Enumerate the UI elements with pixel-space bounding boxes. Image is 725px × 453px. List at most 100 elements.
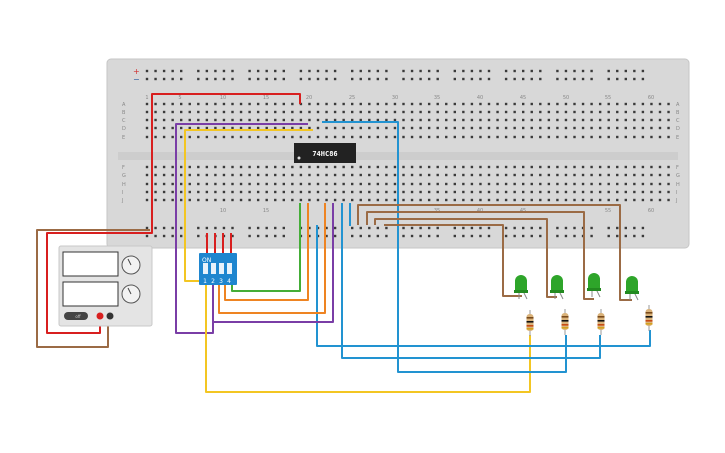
- wire-blue-4[interactable]: [316, 225, 651, 347]
- column-number: 60: [648, 95, 654, 101]
- hole: [376, 110, 380, 114]
- resistor-3[interactable]: [597, 309, 605, 335]
- ic-chip[interactable]: 74HC86: [294, 143, 356, 163]
- hole: [564, 110, 568, 114]
- hole: [487, 118, 491, 122]
- hole: [291, 118, 294, 122]
- hole: [547, 198, 551, 202]
- wire-green[interactable]: [231, 203, 301, 292]
- led-1[interactable]: [514, 275, 528, 300]
- voltage-display: [62, 251, 119, 277]
- wire-brown-4[interactable]: [384, 224, 522, 297]
- hole: [573, 118, 576, 122]
- led-2[interactable]: [550, 275, 564, 300]
- column-number: 25: [349, 95, 355, 101]
- column-number: 5: [178, 95, 181, 101]
- hole: [248, 110, 251, 114]
- hole: [581, 69, 585, 73]
- hole: [556, 182, 559, 186]
- wire-yellow-bottom[interactable]: [205, 278, 531, 393]
- hole: [581, 77, 585, 81]
- wire-yellow[interactable]: [184, 129, 313, 282]
- hole: [453, 110, 456, 114]
- hole: [650, 173, 653, 177]
- hole: [539, 234, 542, 238]
- dip-switch[interactable]: ON 1 2 3 4: [199, 253, 237, 285]
- hole: [154, 110, 157, 114]
- hole: [624, 102, 627, 106]
- dip-toggle-3[interactable]: [219, 263, 224, 274]
- hole: [180, 182, 183, 186]
- hole: [513, 234, 516, 238]
- hole: [564, 102, 568, 106]
- hole: [445, 182, 448, 186]
- hole: [453, 226, 456, 230]
- hole: [504, 182, 508, 186]
- wire-orange-1[interactable]: [224, 203, 309, 301]
- hole: [658, 173, 662, 177]
- hole: [453, 198, 456, 202]
- hole: [598, 190, 602, 194]
- resistor-4[interactable]: [645, 305, 653, 331]
- row-letter: F: [122, 165, 125, 171]
- led-3[interactable]: [587, 273, 601, 298]
- wire-purple[interactable]: [175, 123, 308, 334]
- hole: [368, 110, 371, 114]
- hole: [385, 165, 388, 169]
- row-letter: D: [122, 126, 126, 132]
- hole: [231, 126, 234, 130]
- wire-orange-2[interactable]: [218, 203, 326, 314]
- hole: [633, 126, 636, 130]
- wire-purple-2[interactable]: [214, 203, 334, 323]
- hole: [351, 77, 354, 81]
- row-letter: D: [676, 126, 680, 132]
- hole: [616, 126, 619, 130]
- hole: [427, 165, 431, 169]
- hole: [333, 126, 337, 130]
- hole: [470, 173, 474, 177]
- hole: [573, 190, 576, 194]
- resistor-1[interactable]: [526, 310, 534, 336]
- led-4[interactable]: [625, 276, 639, 301]
- hole: [504, 77, 508, 81]
- wire-brown-power[interactable]: [36, 229, 150, 348]
- negative-terminal[interactable]: [106, 312, 114, 320]
- dip-toggle-2[interactable]: [211, 263, 216, 274]
- dip-toggle-1[interactable]: [203, 263, 208, 274]
- wire-red[interactable]: [46, 93, 301, 334]
- hole: [265, 102, 268, 106]
- power-button[interactable]: [64, 312, 88, 320]
- hole: [624, 69, 627, 73]
- hole: [522, 190, 525, 194]
- hole: [556, 165, 559, 169]
- hole: [197, 173, 200, 177]
- hole: [487, 173, 491, 177]
- resistor-2[interactable]: [561, 309, 569, 335]
- hole: [436, 234, 439, 238]
- hole: [504, 69, 508, 73]
- hole: [504, 110, 508, 114]
- wire-brown-2[interactable]: [366, 211, 594, 300]
- power-supply[interactable]: off: [58, 245, 153, 327]
- wire-brown-1[interactable]: [357, 204, 632, 301]
- wire-blue-ic[interactable]: [322, 121, 567, 373]
- hole: [308, 165, 311, 169]
- hole: [274, 118, 277, 122]
- positive-terminal[interactable]: [96, 312, 104, 320]
- hole: [436, 77, 439, 81]
- dip-toggle-4[interactable]: [227, 263, 232, 274]
- hole: [316, 77, 320, 81]
- row-letter: C: [676, 118, 680, 124]
- hole: [299, 198, 303, 202]
- hole: [453, 135, 456, 139]
- hole: [427, 226, 431, 230]
- hole: [299, 69, 303, 73]
- wire-brown-3[interactable]: [374, 218, 557, 298]
- hole: [197, 135, 200, 139]
- hole: [162, 173, 166, 177]
- hole: [522, 173, 525, 177]
- dip-number-3: 3: [219, 278, 223, 285]
- column-number: 10: [220, 95, 226, 101]
